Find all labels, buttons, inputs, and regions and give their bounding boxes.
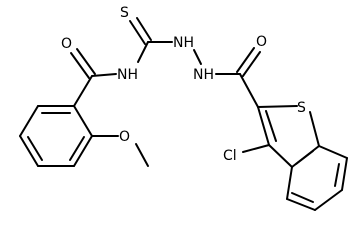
bond-c1-c2 (73, 105, 93, 137)
atom-label-o-left: O (61, 36, 72, 52)
bond-c3-cl (242, 144, 270, 153)
bond-c2-c3 (73, 135, 93, 167)
atom-label-s-ring: S (297, 100, 306, 116)
bond-c3a-c3 (268, 144, 293, 168)
bond-c7-c6 (341, 157, 348, 191)
bond-o-ch3 (135, 143, 149, 167)
bond-c-s-double-b (136, 17, 152, 41)
bond-c5-c6 (19, 105, 39, 137)
atom-label-cl: Cl (223, 148, 237, 164)
bond-c4-c3a (286, 166, 293, 200)
atom-label-o-right: O (256, 34, 267, 50)
atom-label-nh-lower: NH (193, 67, 214, 83)
bond-c-nh-left (137, 41, 149, 63)
bond-co-left-a (70, 52, 90, 79)
bond-c4-c5-inner (27, 136, 43, 161)
atom-label-s-thione: S (120, 5, 129, 21)
bond-c7a-c3a-inner (295, 150, 314, 165)
atom-labels: S NH O O NH NH S O Cl (61, 5, 306, 164)
bond-co-right-a (236, 47, 255, 73)
bond-co-left-b (76, 48, 96, 75)
atom-label-o-methoxy: O (119, 129, 130, 145)
bond-nh-carbonyl-left (91, 73, 117, 77)
bond-nh-nh (193, 49, 202, 65)
bond-c4-c5 (19, 135, 39, 167)
bond-c2-s (257, 105, 298, 108)
bond-c7-c6-inner (334, 163, 340, 187)
bonds (19, 17, 348, 211)
bond-c6-c5 (314, 189, 343, 211)
bond-c3-c2-a (257, 106, 270, 146)
bond-c2-c3-inner (69, 136, 85, 161)
bond-c7a-c7 (318, 145, 348, 159)
bond-carbonyl-c1 (73, 75, 93, 107)
atom-label-nh-left: NH (117, 67, 138, 83)
bond-c5-c4-inner (291, 192, 314, 203)
bond-c3-c2-b (265, 110, 277, 142)
bond-c5-c4 (286, 198, 316, 211)
bond-c-s-double-a (129, 20, 146, 45)
atom-label-nh-upper: NH (173, 35, 194, 51)
bond-s-c7a (309, 111, 320, 147)
bond-co-right-b (242, 51, 261, 77)
bond-carbonyl-c2 (239, 73, 259, 108)
